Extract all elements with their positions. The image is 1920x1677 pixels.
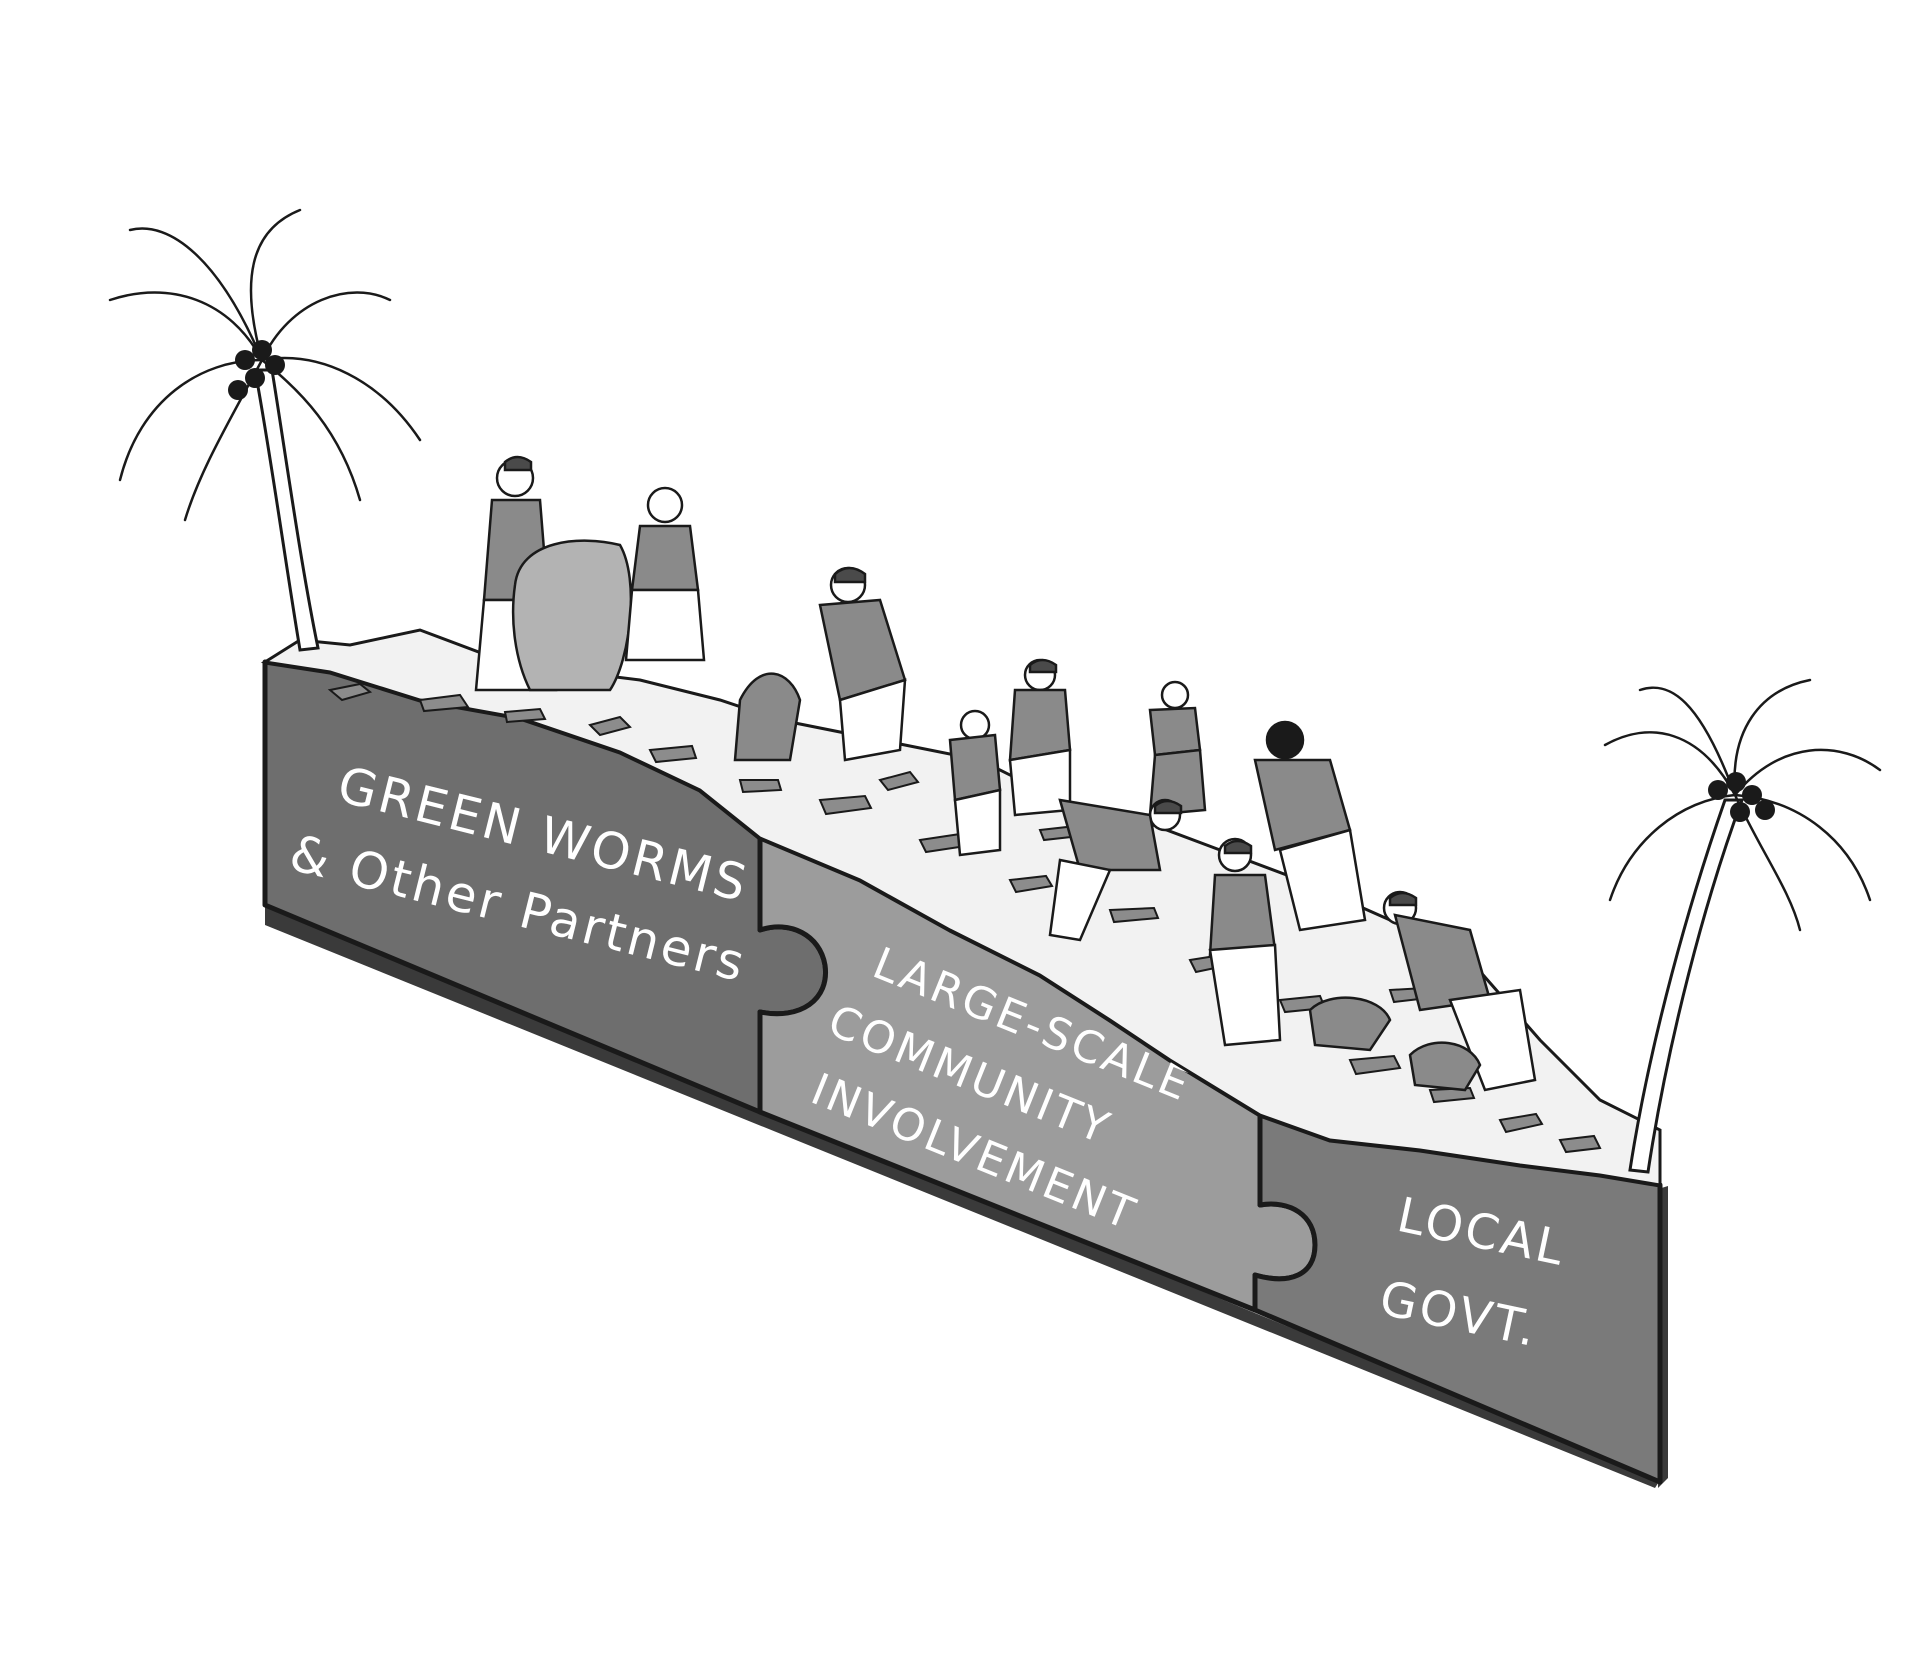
garbage-bag-2 <box>733 672 802 762</box>
person-5 <box>948 709 1002 857</box>
palm-tree-right <box>1603 678 1882 1174</box>
person-2 <box>624 486 706 662</box>
litter <box>327 682 1602 1154</box>
person-3 <box>818 566 907 762</box>
person-9 <box>1208 837 1282 1047</box>
ground-surface <box>260 628 1662 1187</box>
palm-trunk-left <box>253 368 320 652</box>
garbage-bag-3 <box>1308 996 1482 1092</box>
person-6 <box>1148 680 1207 817</box>
person-7 <box>1253 720 1367 932</box>
palm-trunk-right <box>1628 798 1745 1174</box>
person-10 <box>1382 890 1537 1092</box>
garbage-bag-large <box>511 539 633 692</box>
person-8 <box>1048 798 1183 942</box>
palm-tree-left <box>108 208 422 652</box>
people <box>474 455 1537 1092</box>
person-4 <box>1008 658 1072 817</box>
beach-ground <box>260 628 1662 1187</box>
puzzle-piece-local-govt <box>1252 1112 1663 1485</box>
